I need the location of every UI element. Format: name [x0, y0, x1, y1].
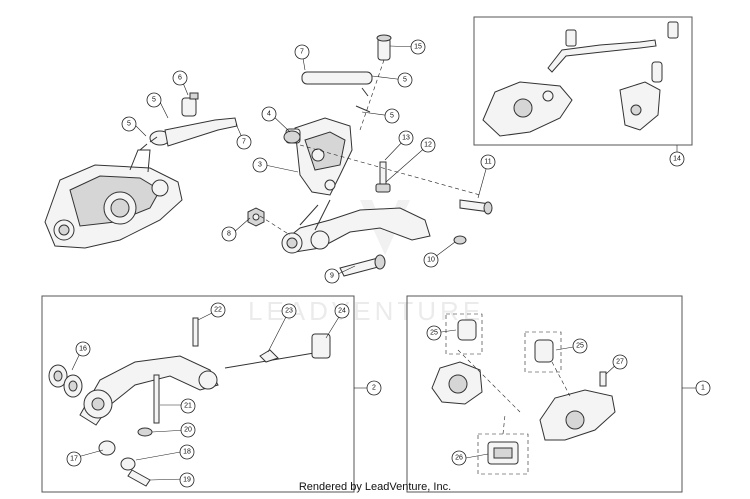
assembly-line	[259, 215, 291, 236]
pivot-bolt	[339, 254, 386, 277]
callout-17: 17	[66, 451, 82, 467]
svg-text:21: 21	[184, 403, 192, 410]
svg-text:27: 27	[616, 359, 624, 366]
callout-5: 5	[121, 116, 137, 132]
callout-10: 10	[423, 252, 439, 268]
callout-25: 25	[426, 325, 442, 341]
clevis-pin	[375, 161, 391, 193]
callout-21: 21	[180, 398, 196, 414]
bushing	[283, 130, 301, 144]
callout-27: 27	[612, 354, 628, 370]
callout-26: 26	[451, 450, 467, 466]
callout-22: 22	[210, 302, 226, 318]
inset-caliper-pads	[431, 313, 616, 475]
svg-text:6: 6	[178, 75, 182, 82]
svg-text:26: 26	[455, 455, 463, 462]
callout-25: 25	[572, 338, 588, 354]
nut	[247, 207, 265, 227]
footer-credit: Rendered by LeadVenture, Inc.	[298, 481, 452, 493]
callout-19: 19	[179, 472, 195, 488]
svg-text:11: 11	[484, 159, 491, 166]
svg-text:12: 12	[424, 142, 432, 149]
callout-18: 18	[179, 444, 195, 460]
callout-8: 8	[221, 226, 237, 242]
svg-text:25: 25	[430, 330, 438, 337]
svg-text:24: 24	[338, 308, 346, 315]
svg-text:22: 22	[214, 307, 222, 314]
svg-text:23: 23	[285, 308, 293, 315]
callout-4: 4	[261, 106, 277, 122]
callout-2: 2	[366, 380, 382, 396]
callout-12: 12	[420, 137, 436, 153]
inset-box-2	[41, 295, 355, 493]
svg-text:8: 8	[227, 231, 231, 238]
svg-text:20: 20	[184, 427, 192, 434]
svg-text:7: 7	[300, 49, 304, 56]
callout-7: 7	[236, 134, 252, 150]
svg-text:5: 5	[403, 77, 407, 84]
callout-1: 1	[695, 380, 711, 396]
svg-text:16: 16	[79, 346, 87, 353]
small-washer	[453, 235, 467, 245]
assembly-line	[359, 59, 385, 131]
assembly-line	[299, 144, 481, 196]
callout-5: 5	[384, 108, 400, 124]
brake-caliper-main	[44, 149, 183, 249]
svg-text:9: 9	[330, 273, 334, 280]
svg-text:17: 17	[70, 456, 78, 463]
mount-bolt	[459, 199, 493, 215]
svg-text:25: 25	[576, 343, 584, 350]
inset-box-1	[406, 295, 683, 493]
callout-14: 14	[669, 151, 685, 167]
callout-13: 13	[398, 130, 414, 146]
svg-text:5: 5	[390, 113, 394, 120]
callout-16: 16	[75, 341, 91, 357]
svg-text:5: 5	[127, 121, 131, 128]
svg-text:5: 5	[152, 97, 156, 104]
svg-text:13: 13	[402, 135, 410, 142]
brake-pedal-main	[281, 199, 431, 254]
svg-text:3: 3	[258, 162, 262, 169]
svg-text:19: 19	[183, 477, 191, 484]
svg-text:4: 4	[267, 111, 271, 118]
svg-text:2: 2	[372, 385, 376, 392]
svg-text:15: 15	[414, 44, 422, 51]
svg-text:10: 10	[427, 257, 435, 264]
callout-7: 7	[294, 44, 310, 60]
inset-caliper-assembly	[482, 21, 679, 137]
inset-box-14	[473, 16, 693, 146]
callout-20: 20	[180, 422, 196, 438]
callout-5: 5	[397, 72, 413, 88]
callout-9: 9	[324, 268, 340, 284]
inset-brake-pedal	[48, 317, 331, 487]
callout-5: 5	[146, 92, 162, 108]
callout-6: 6	[172, 70, 188, 86]
svg-text:7: 7	[242, 139, 246, 146]
svg-text:1: 1	[701, 385, 705, 392]
svg-text:14: 14	[673, 156, 681, 163]
callout-15: 15	[410, 39, 426, 55]
callout-3: 3	[252, 157, 268, 173]
callout-11: 11	[480, 154, 496, 170]
svg-text:18: 18	[183, 449, 191, 456]
callout-24: 24	[334, 303, 350, 319]
callout-23: 23	[281, 303, 297, 319]
